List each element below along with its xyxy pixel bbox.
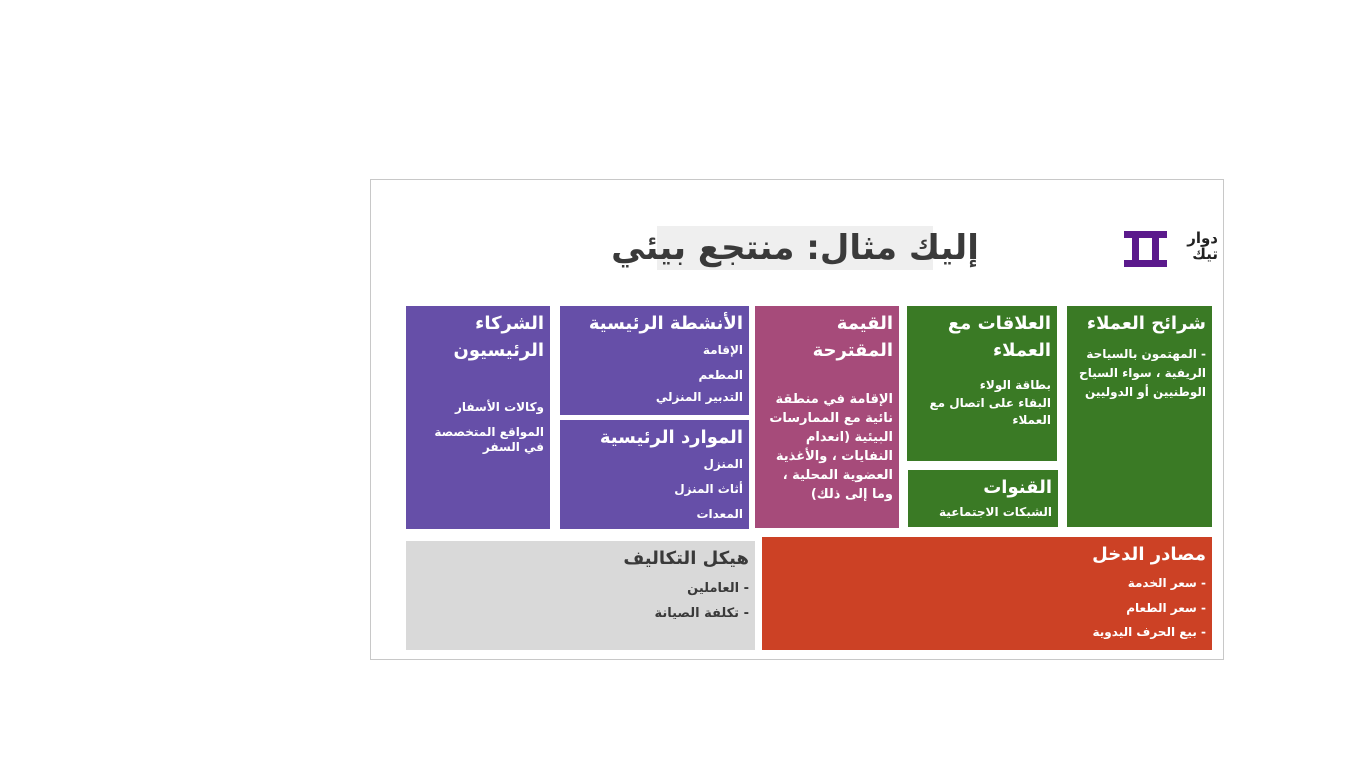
key-activities-title: الأنشطة الرئيسية bbox=[588, 313, 743, 334]
key-partners-block: الشركاء الرئيسيون وكالات الأسفار المواقع… bbox=[406, 306, 550, 529]
key-resources-item: المنزل bbox=[703, 457, 743, 471]
customer-segments-block: شرائح العملاء - المهتمون بالسياحة الريفي… bbox=[1067, 306, 1212, 527]
customer-relationships-block: العلاقات مع العملاء بطاقة الولاء البقاء … bbox=[907, 306, 1057, 461]
key-resources-item: المعدات bbox=[696, 507, 743, 521]
logo-text-line1: دوار bbox=[1187, 229, 1218, 247]
revenue-streams-item: - سعر الخدمة bbox=[1127, 576, 1206, 590]
key-activities-item: التدبير المنزلي bbox=[655, 390, 743, 404]
key-activities-item: المطعم bbox=[698, 368, 743, 382]
key-activities-block: الأنشطة الرئيسية الإقامة المطعم التدبير … bbox=[560, 306, 749, 415]
cost-structure-title: هيكل التكاليف bbox=[623, 548, 749, 569]
cost-structure-item: - العاملين bbox=[687, 581, 749, 596]
key-activities-item: الإقامة bbox=[702, 343, 743, 357]
key-resources-block: الموارد الرئيسية المنزل أثاث المنزل المع… bbox=[560, 420, 749, 529]
revenue-streams-title: مصادر الدخل bbox=[1092, 544, 1206, 565]
logo-text: دوار تيك bbox=[1166, 230, 1218, 262]
cost-structure-item: - تكلفة الصيانة bbox=[654, 606, 749, 621]
logo-text-line2: تيك bbox=[1192, 245, 1218, 263]
value-proposition-title: القيمة المقترحة bbox=[812, 313, 893, 361]
channels-title: القنوات bbox=[983, 477, 1052, 498]
revenue-streams-item: - بيع الحرف اليدوية bbox=[1092, 625, 1206, 639]
key-partners-item: المواقع المتخصصة في السفر bbox=[434, 425, 544, 454]
channels-block: القنوات الشبكات الاجتماعية bbox=[908, 470, 1058, 527]
customer-relationships-title: العلاقات مع العملاء bbox=[947, 313, 1051, 361]
customer-relationships-item: بطاقة الولاء bbox=[979, 378, 1051, 392]
cost-structure-block: هيكل التكاليف - العاملين - تكلفة الصيانة bbox=[406, 541, 755, 650]
customer-segments-text: - المهتمون بالسياحة الريفية ، سواء السيا… bbox=[1079, 347, 1206, 399]
key-partners-item: وكالات الأسفار bbox=[454, 400, 544, 414]
key-resources-title: الموارد الرئيسية bbox=[599, 427, 743, 448]
customer-segments-title: شرائح العملاء bbox=[1086, 313, 1206, 334]
value-proposition-text: الإقامة في منطقة نائية مع الممارسات البي… bbox=[769, 392, 893, 502]
slide-title: إليك مثال: منتجع بيئي bbox=[611, 226, 979, 270]
channels-item: الشبكات الاجتماعية bbox=[939, 505, 1052, 519]
revenue-streams-block: مصادر الدخل - سعر الخدمة - سعر الطعام - … bbox=[762, 537, 1212, 650]
logo-icon bbox=[1124, 231, 1167, 267]
revenue-streams-item: - سعر الطعام bbox=[1126, 601, 1206, 615]
key-resources-item: أثاث المنزل bbox=[674, 482, 743, 496]
value-proposition-block: القيمة المقترحة الإقامة في منطقة نائية م… bbox=[755, 306, 899, 528]
key-partners-title: الشركاء الرئيسيون bbox=[453, 313, 544, 361]
customer-relationships-item: البقاء على اتصال مع العملاء bbox=[929, 396, 1051, 427]
